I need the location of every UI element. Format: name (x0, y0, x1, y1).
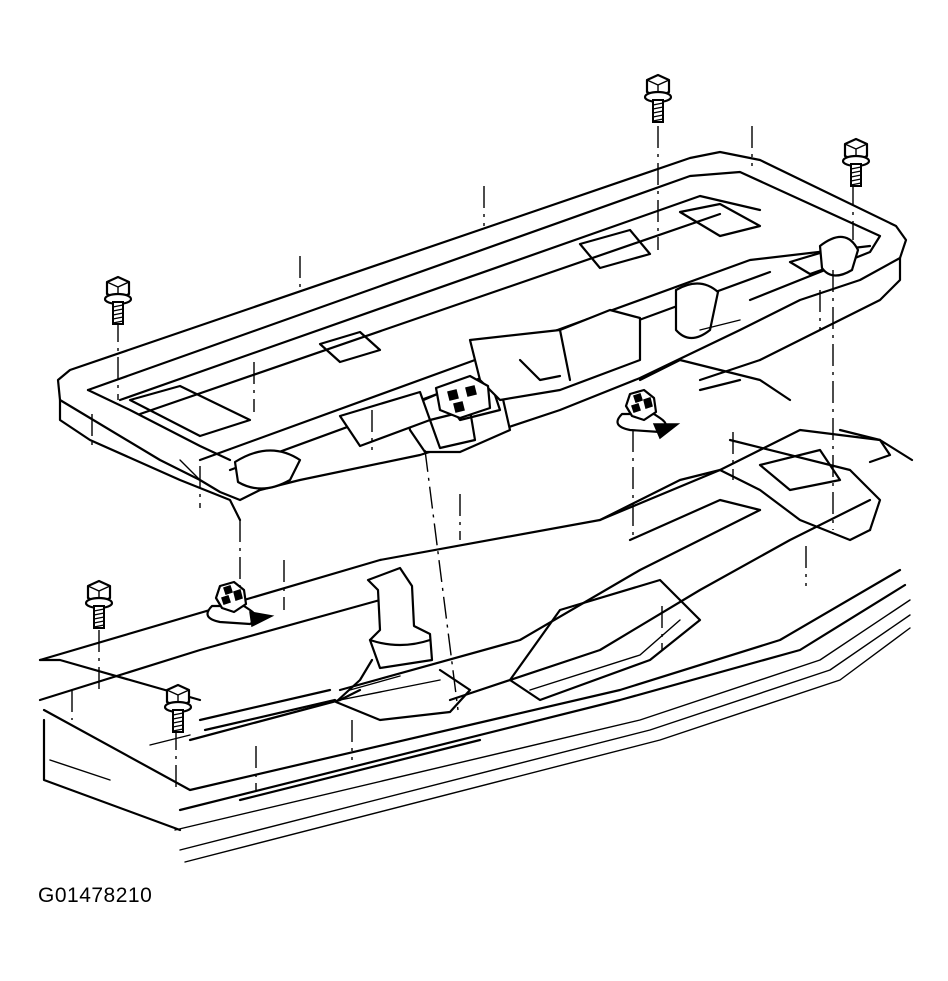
bolt-icon-3 (841, 137, 871, 188)
floor-console (56, 150, 908, 522)
alignment-lines (71, 126, 854, 790)
bolt-icon-4 (84, 579, 114, 630)
retainer-clip-icon-2 (616, 388, 681, 440)
arrow-icon-2 (652, 423, 681, 440)
bolt-icon-5 (163, 683, 193, 734)
bolt-icon-1 (103, 275, 133, 326)
bolt-icon-2 (643, 73, 673, 124)
figure-code-label: G01478210 (38, 884, 153, 907)
floor-pan (38, 428, 914, 863)
arrow-icon-1 (249, 611, 275, 628)
retainer-clip-icon-1 (206, 580, 275, 628)
shifter-mechanism (434, 374, 492, 420)
shift-lever-boot (198, 566, 472, 732)
console-lower-skirt (38, 468, 872, 702)
